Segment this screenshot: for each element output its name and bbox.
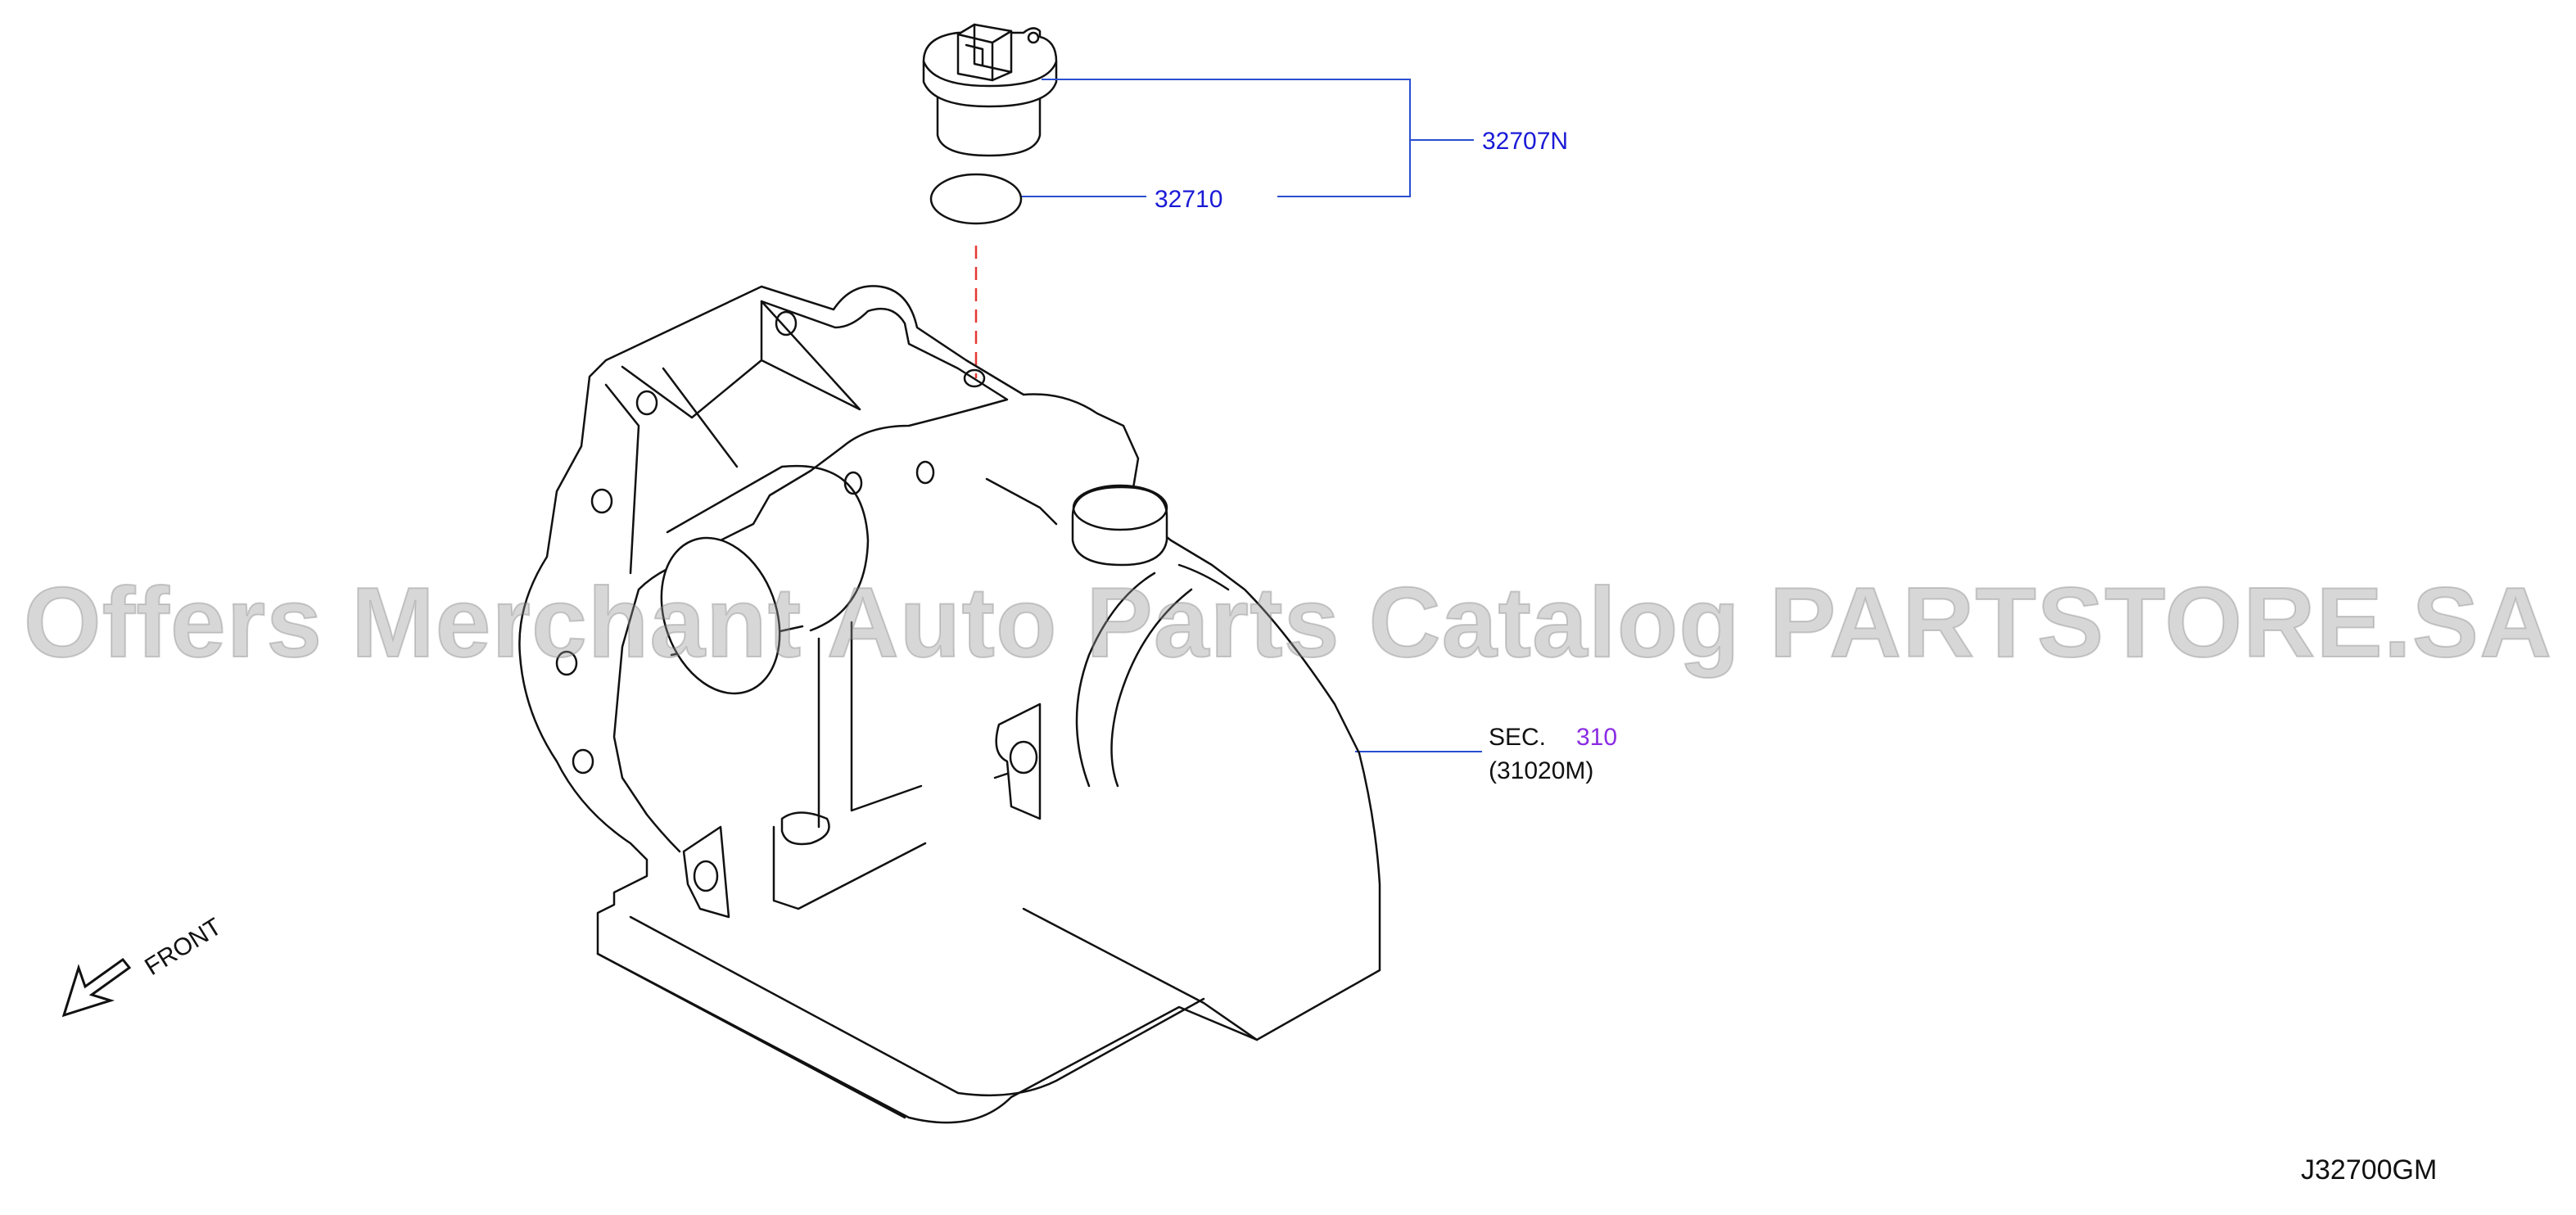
- o-ring-drawing[interactable]: [929, 173, 1023, 225]
- leader-lines: [1022, 79, 1482, 752]
- section-link-310[interactable]: 310: [1576, 724, 1617, 751]
- section-subref: (31020M): [1489, 757, 1593, 784]
- front-label: FRONT: [140, 913, 226, 981]
- transmission-case-drawing[interactable]: [518, 285, 1381, 1124]
- section-prefix: SEC.: [1489, 724, 1546, 751]
- filler-cap-drawing[interactable]: [922, 23, 1058, 157]
- diagram-code: J32700GM: [2301, 1154, 2437, 1186]
- watermark: Offers Merchant Auto Parts Catalog PARTS…: [23, 566, 2553, 679]
- callout-32710[interactable]: 32710: [1155, 186, 1222, 213]
- callout-32707N[interactable]: 32707N: [1482, 128, 1568, 155]
- front-arrow-icon: [61, 957, 132, 1018]
